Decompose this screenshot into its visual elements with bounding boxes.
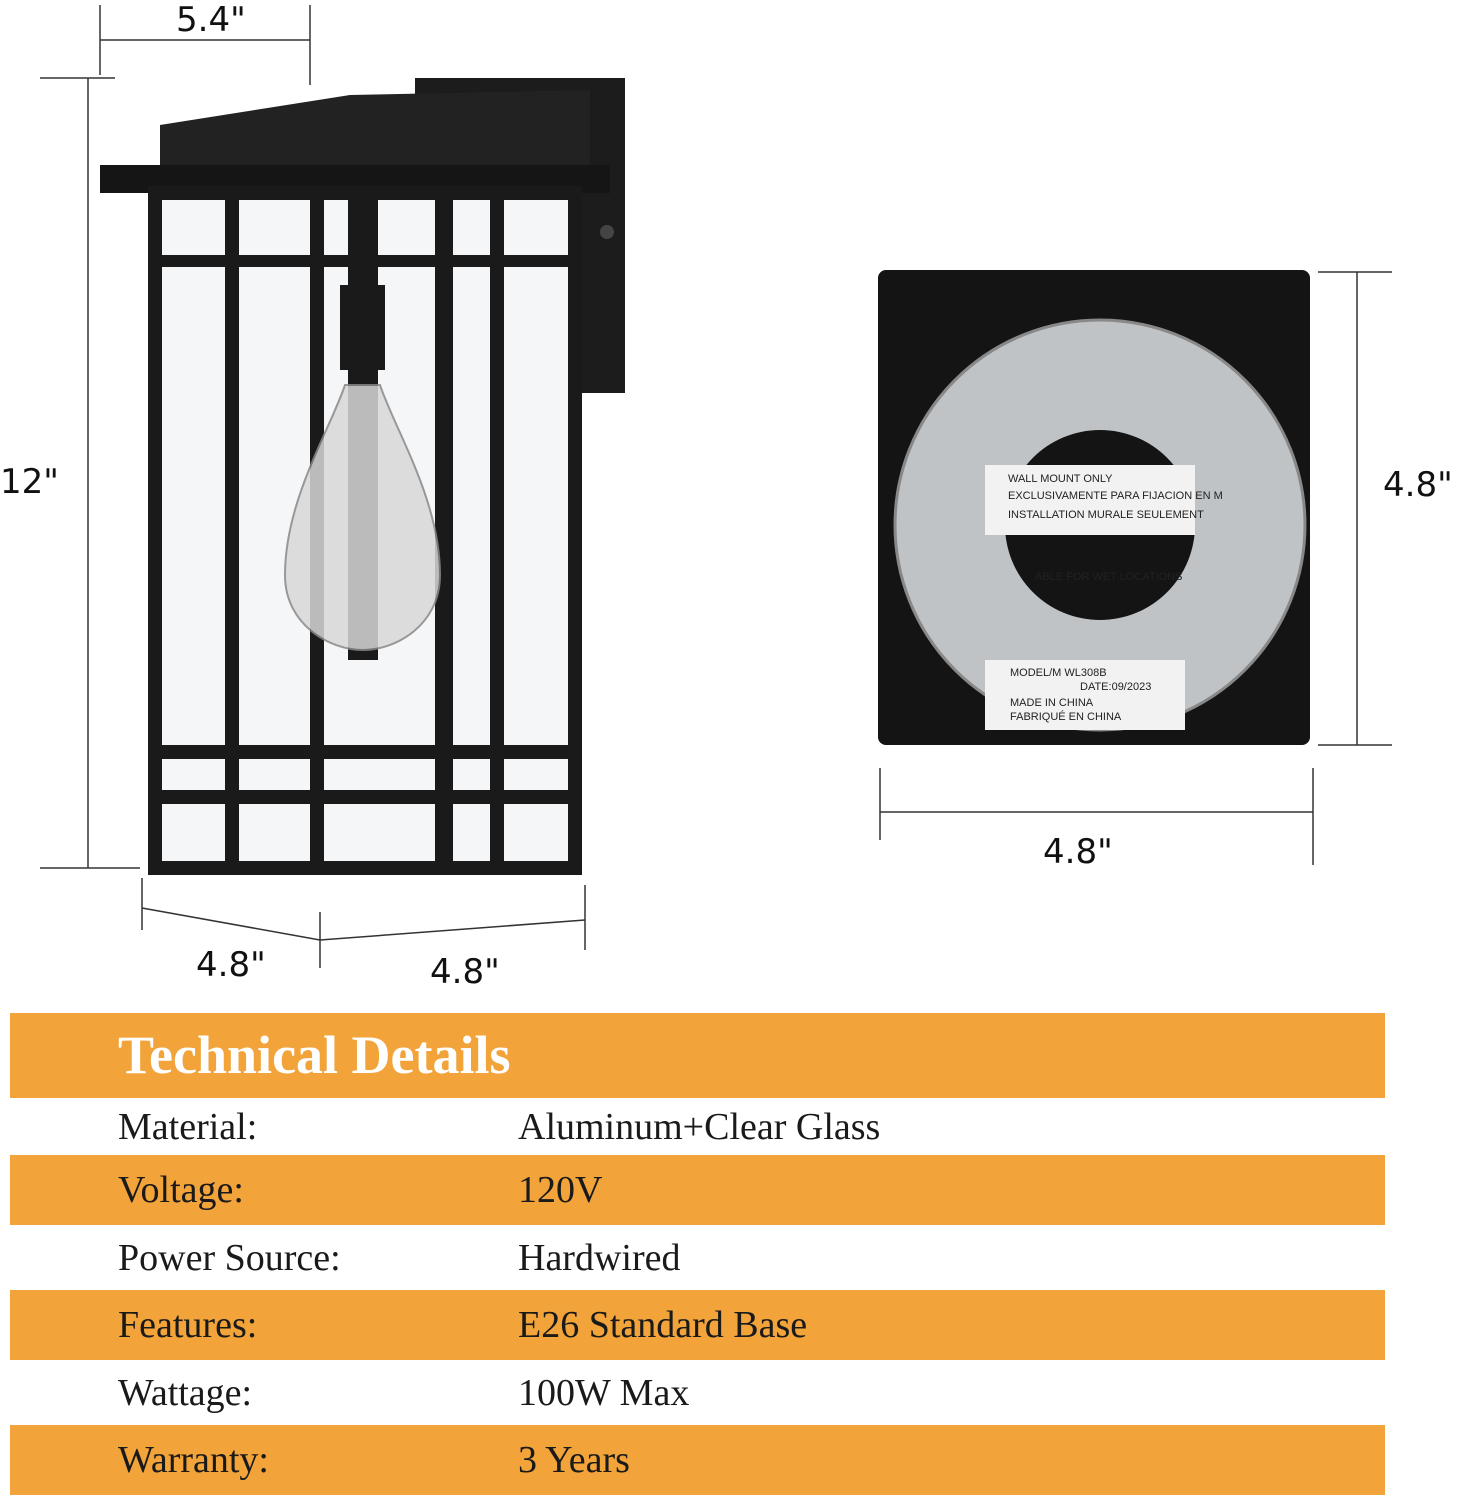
row-label: Warranty: [118, 1439, 269, 1481]
table-title: Technical Details [10, 1013, 1385, 1098]
light-bulb [283, 384, 442, 652]
table-row: Warranty: 3 Years [10, 1425, 1385, 1495]
product-illustration: WALL MOUNT ONLY EXCLUSIVAMENTE PARA FIJA… [40, 5, 1392, 968]
label-text: WALL MOUNT ONLY [1008, 473, 1113, 485]
label-text: MODEL/M WL308B [1010, 667, 1107, 679]
table-row: Power Source: Hardwired [10, 1225, 1385, 1290]
row-label: Features: [118, 1304, 258, 1346]
wall-lantern [100, 78, 625, 875]
table-row: Features: E26 Standard Base [10, 1290, 1385, 1360]
row-value: 100W Max [518, 1371, 690, 1414]
dim-base-width: 4.8" [1043, 832, 1113, 872]
row-label: Wattage: [118, 1371, 253, 1414]
label-text: MADE IN CHINA [1010, 697, 1094, 709]
label-text: FABRIQUÉ EN CHINA [1010, 710, 1122, 723]
row-label: Voltage: [118, 1169, 244, 1211]
mounting-base: WALL MOUNT ONLY EXCLUSIVAMENTE PARA FIJA… [878, 270, 1310, 745]
label-text: ABLE FOR WET LOCATIONS [1035, 571, 1183, 583]
dimension-lines [40, 5, 1392, 968]
row-value: Hardwired [518, 1236, 681, 1279]
row-value: Aluminum+Clear Glass [518, 1105, 881, 1148]
table-row: Voltage: 120V [10, 1155, 1385, 1225]
table-row: Wattage: 100W Max [10, 1360, 1385, 1425]
dim-lamp-width: 5.4" [176, 0, 246, 40]
dim-lamp-depth: 4.8" [196, 945, 266, 985]
row-label: Power Source: [118, 1236, 341, 1279]
row-value: 3 Years [518, 1439, 630, 1481]
row-value: E26 Standard Base [518, 1304, 808, 1346]
label-text: DATE:09/2023 [1080, 681, 1151, 693]
label-text: INSTALLATION MURALE SEULEMENT [1008, 509, 1204, 521]
dim-base-height: 4.8" [1383, 465, 1453, 505]
table-row: Material: Aluminum+Clear Glass [10, 1098, 1385, 1155]
row-value: 120V [518, 1169, 603, 1211]
technical-details-table: Technical Details Material: Aluminum+Clea… [10, 1013, 1385, 1495]
dim-lamp-front: 4.8" [430, 952, 500, 992]
label-text: EXCLUSIVAMENTE PARA FIJACION EN M [1008, 490, 1223, 502]
row-label: Material: [118, 1105, 258, 1148]
dim-lamp-height: 12" [0, 462, 59, 502]
